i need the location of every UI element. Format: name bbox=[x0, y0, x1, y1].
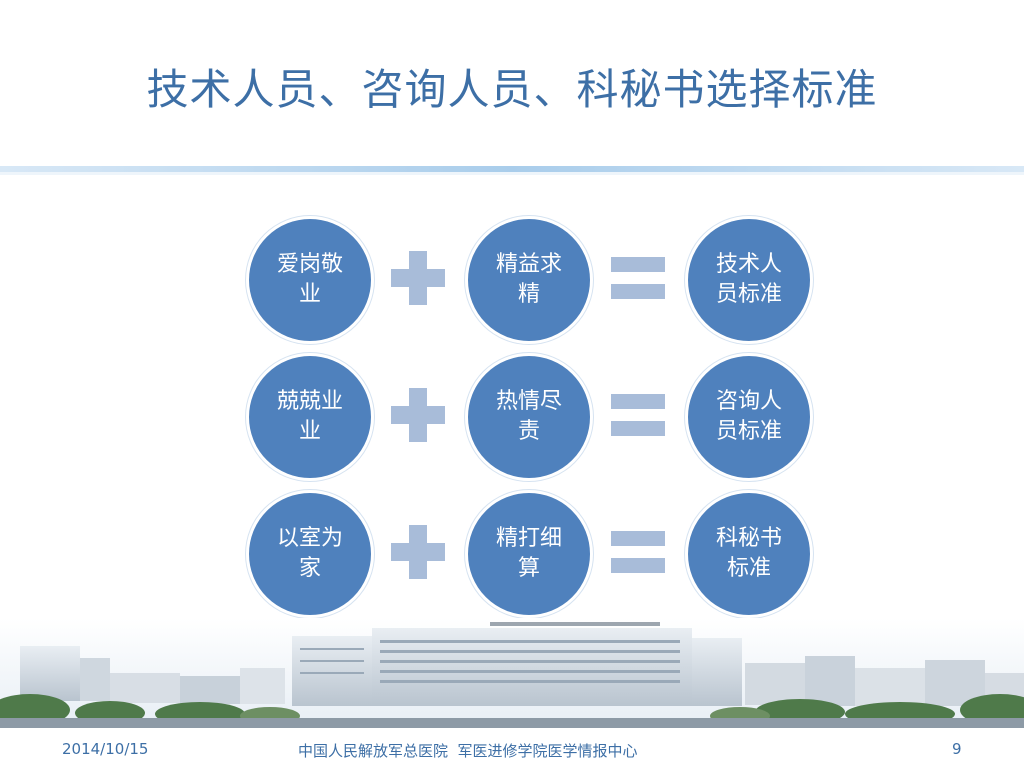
circle-label: 精益求精 bbox=[495, 252, 562, 307]
circle-row1-result: 技术人员标准 bbox=[685, 216, 813, 344]
hospital-panorama-image bbox=[0, 618, 1024, 728]
circle-label: 爱岗敬业 bbox=[276, 252, 343, 307]
circle-label: 兢兢业业 bbox=[276, 389, 343, 444]
equals-icon bbox=[611, 394, 665, 436]
circle-row1-a: 爱岗敬业 bbox=[246, 216, 374, 344]
circle-row3-b: 精打细算 bbox=[465, 490, 593, 618]
title-divider bbox=[0, 166, 1024, 172]
circle-label: 技术人员标准 bbox=[715, 252, 782, 307]
circle-label: 以室为家 bbox=[276, 526, 343, 581]
title-divider-shadow bbox=[0, 172, 1024, 175]
circle-row1-b: 精益求精 bbox=[465, 216, 593, 344]
footer-date: 2014/10/15 bbox=[62, 740, 149, 758]
footer-organization: 中国人民解放军总医院 军医进修学院医学情报中心 bbox=[298, 742, 638, 760]
slide-title: 技术人员、咨询人员、科秘书选择标准 bbox=[146, 65, 878, 114]
circle-row3-a: 以室为家 bbox=[246, 490, 374, 618]
circle-label: 科秘书标准 bbox=[715, 526, 782, 581]
plus-icon bbox=[391, 388, 445, 442]
equals-icon bbox=[611, 531, 665, 573]
plus-icon bbox=[391, 251, 445, 305]
circle-label: 精打细算 bbox=[495, 526, 562, 581]
circle-row2-result: 咨询人员标准 bbox=[685, 353, 813, 481]
circle-row2-a: 兢兢业业 bbox=[246, 353, 374, 481]
plus-icon bbox=[391, 525, 445, 579]
circle-row3-result: 科秘书标准 bbox=[685, 490, 813, 618]
page-number: 9 bbox=[952, 740, 962, 758]
circle-row2-b: 热情尽责 bbox=[465, 353, 593, 481]
circle-label: 热情尽责 bbox=[495, 389, 562, 444]
circle-label: 咨询人员标准 bbox=[715, 389, 782, 444]
equals-icon bbox=[611, 257, 665, 299]
